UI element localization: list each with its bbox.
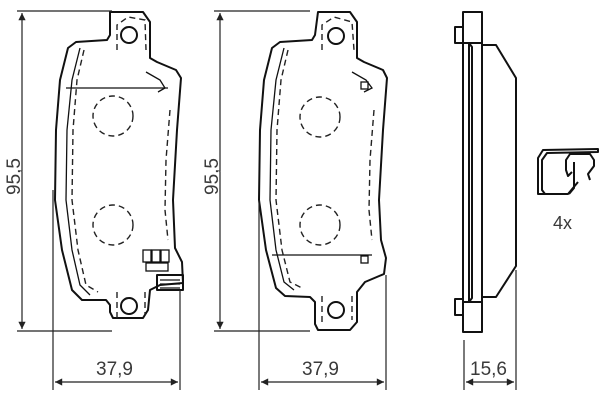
pad-1-dashed-circle-upper <box>92 95 134 137</box>
pad-1-lug-notch <box>145 71 166 93</box>
pad-2-outline <box>258 11 388 331</box>
pad-2-lining-right <box>368 109 375 241</box>
pad-1-outline <box>54 11 184 319</box>
pad-1-top-hole <box>120 26 138 44</box>
side-top-tab <box>462 11 483 44</box>
pad-2-notch-square <box>360 81 369 90</box>
side-thickness-label: 15,6 <box>470 359 507 380</box>
side-bottom-small-tab <box>454 298 464 316</box>
pad-1-lining-edge <box>71 49 99 293</box>
pad-1-height-dimension: 95,5 <box>4 10 112 332</box>
pad-2-notch-square-bottom <box>360 255 369 264</box>
pad-2-lug-notch <box>351 71 373 93</box>
pad-1-width-dimension: 37,9 <box>52 190 181 390</box>
pad-2-dashed-circle-upper <box>299 96 341 138</box>
side-friction-lining <box>482 44 517 298</box>
pad-1-inner-edge <box>65 47 91 296</box>
pad-1-bottom-lug-dashed <box>116 292 146 318</box>
side-view <box>454 11 517 333</box>
brake-pad-1-view <box>54 11 184 319</box>
pad-2-top-hole <box>327 27 345 45</box>
pad-2-lining-edge <box>275 49 303 289</box>
pad-1-lining-right <box>164 109 171 241</box>
pad-2-bottom-hole <box>327 301 345 319</box>
pad-2-dashed-circle-lower <box>299 204 341 246</box>
wear-indicator-icon <box>142 249 184 291</box>
pad-2-width-dimension: 37,9 <box>258 200 387 390</box>
pad-2-width-label: 37,9 <box>302 359 339 380</box>
clip-quantity-label: 4x <box>553 213 572 233</box>
retaining-clip-icon <box>537 148 599 195</box>
pad-2-height-label: 95,5 <box>202 158 223 195</box>
side-bottom-tab <box>462 301 483 333</box>
pad-1-dashed-circle-lower <box>92 204 134 246</box>
pad-2-height-dimension: 95,5 <box>202 10 310 332</box>
side-thickness-dimension: 15,6 <box>463 270 517 390</box>
pad-2-bottom-lug-dashed <box>321 296 353 322</box>
pad-1-height-label: 95,5 <box>4 158 25 195</box>
pad-2-top-lug-dashed <box>321 16 355 51</box>
pad-1-width-label: 37,9 <box>96 359 133 380</box>
pad-1-top-lug-dashed <box>116 16 147 51</box>
pad-2-inner-edge <box>269 47 295 291</box>
pad-1-bottom-hole <box>120 297 138 315</box>
brake-pad-2-view <box>258 11 388 331</box>
side-top-small-tab <box>454 26 464 44</box>
